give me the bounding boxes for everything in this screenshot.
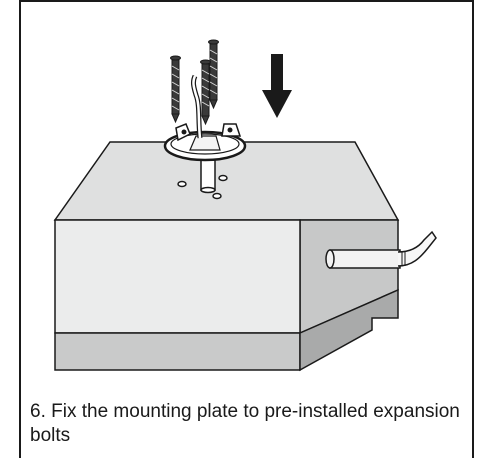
anchor-holes [177,174,228,200]
pipe-icon [200,159,216,194]
expansion-bolt-icon [170,39,219,126]
mounting-plate-icon [163,123,247,162]
installation-illustration [53,39,437,372]
block-base-front [54,332,301,371]
step-caption: 6. Fix the mounting plate to pre-install… [30,401,460,446]
down-arrow-icon [262,54,292,118]
block-base-side [299,288,399,372]
cable-icon [325,230,437,269]
block-front-face [54,219,301,334]
